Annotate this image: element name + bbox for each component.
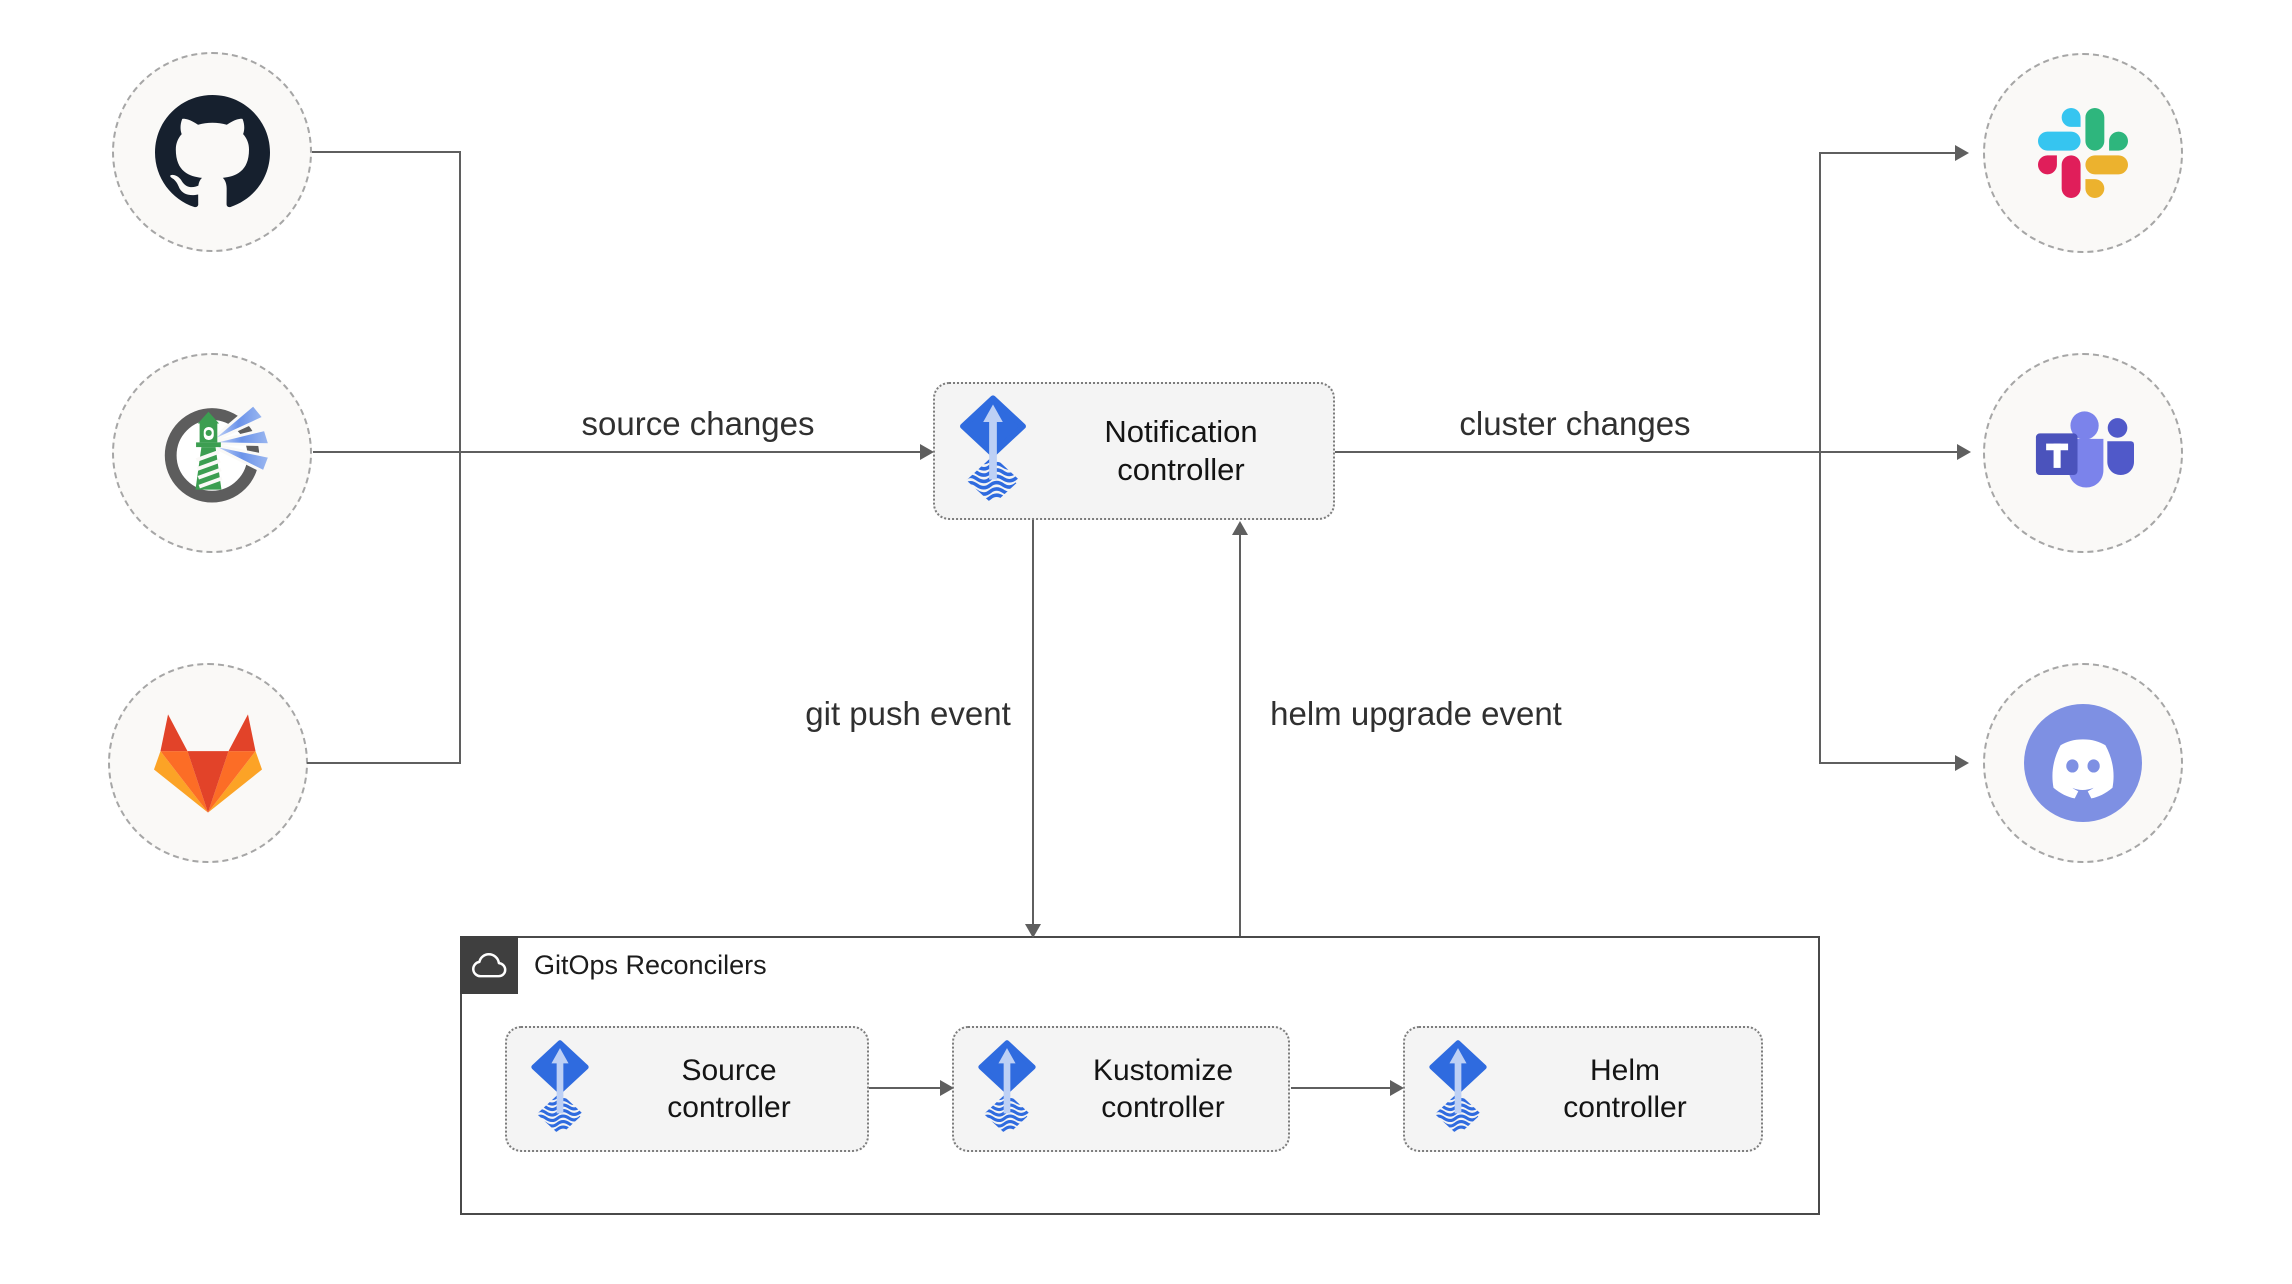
notification-controller-node: Notification controller [933, 382, 1335, 520]
arrowhead-into-reconcilers [1025, 924, 1041, 938]
flux-icon [1427, 1039, 1489, 1139]
notifier-node-discord [1983, 663, 2183, 863]
discord-icon [2024, 704, 2142, 822]
flux-icon [976, 1039, 1038, 1139]
edge-label-source-changes: source changes [581, 405, 815, 442]
notifier-node-teams [1983, 353, 2183, 553]
source-node-harbor [112, 353, 312, 553]
arrowhead-into-discord [1955, 755, 1969, 771]
notification-controller-label: Notification controller [1104, 414, 1258, 487]
helm-controller-node: Helm controller [1403, 1026, 1763, 1152]
arrowhead-into-helm [1390, 1080, 1404, 1096]
edge-label-cluster-changes: cluster changes [1459, 405, 1691, 442]
edge-label-git-push-event: git push event [805, 695, 1011, 732]
flux-icon [529, 1039, 591, 1139]
cloud-icon [471, 952, 507, 979]
kustomize-controller-node: Kustomize controller [952, 1026, 1290, 1152]
source-node-gitlab [108, 663, 308, 863]
arrowhead-into-notification-bottom [1232, 521, 1248, 535]
arrowhead-into-notification [920, 444, 934, 460]
notifier-node-slack [1983, 53, 2183, 253]
group-tab [460, 936, 518, 994]
slack-icon [2038, 108, 2128, 198]
edge-left-trunk [459, 151, 461, 764]
microsoft-teams-icon [2028, 402, 2138, 504]
edge-trunk-slack [1820, 152, 1955, 154]
edge-kustomize-helm [1291, 1087, 1390, 1089]
source-node-github [112, 52, 312, 252]
group-title: GitOps Reconcilers [534, 949, 767, 980]
harbor-icon [153, 394, 271, 512]
edge-helm-upgrade-line [1239, 535, 1241, 936]
arrowhead-into-slack [1955, 145, 1969, 161]
kustomize-controller-label: Kustomize controller [1092, 1054, 1234, 1124]
edge-label-helm-upgrade-event: helm upgrade event [1270, 695, 1562, 732]
gitops-reconcilers-group: GitOps Reconcilers [460, 936, 1820, 1215]
flux-icon [957, 394, 1029, 509]
edge-source-changes-line [313, 451, 920, 453]
arrowhead-into-teams [1957, 444, 1971, 460]
edge-right-trunk [1819, 152, 1821, 764]
edge-trunk-discord [1820, 762, 1955, 764]
edge-source-kustomize [869, 1087, 940, 1089]
source-controller-node: Source controller [505, 1026, 869, 1152]
gitlab-icon [154, 713, 262, 813]
edge-github-trunk [312, 151, 460, 153]
edge-cluster-changes-line [1335, 451, 1957, 453]
source-controller-label: Source controller [667, 1054, 791, 1124]
github-icon [154, 94, 270, 210]
helm-controller-label: Helm controller [1563, 1054, 1687, 1124]
edge-git-push-line [1032, 520, 1034, 924]
arrowhead-into-kustomize [940, 1080, 954, 1096]
edge-gitlab-trunk [307, 762, 460, 764]
